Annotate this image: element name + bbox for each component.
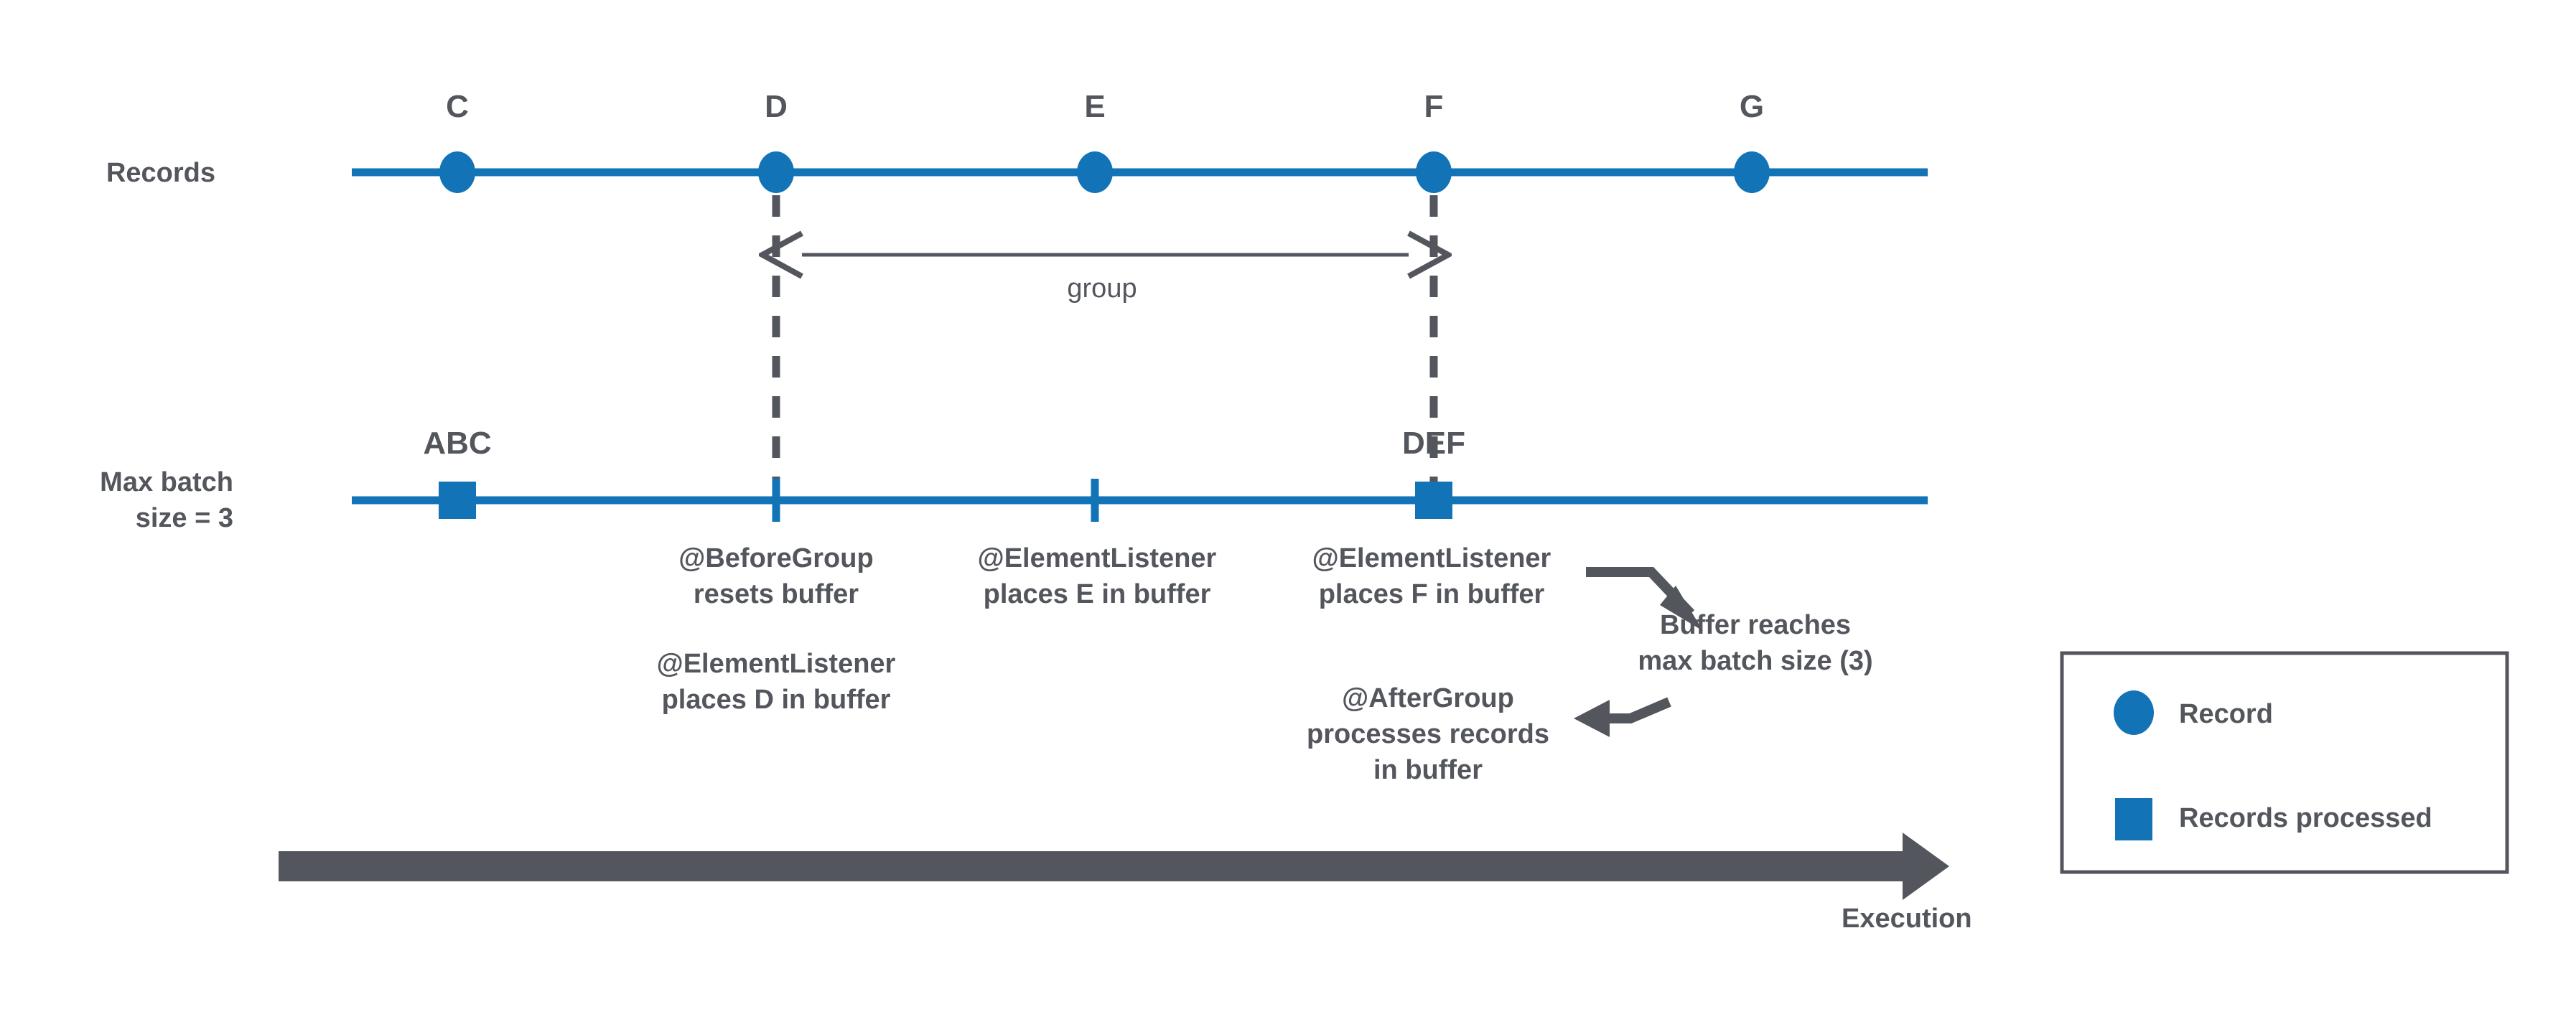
annotation-element-listener-d-line1: @ElementListener <box>657 649 896 679</box>
batch-marker-def-label: DEF <box>1402 426 1465 461</box>
annotation-element-listener-e: @ElementListener places E in buffer <box>978 543 1217 609</box>
annotation-after-group-line2: processes records <box>1307 719 1549 749</box>
annotation-after-group-line3: in buffer <box>1373 755 1483 785</box>
batch-marker-abc[interactable]: ABC <box>423 426 492 519</box>
record-marker-f-label: F <box>1424 89 1444 124</box>
record-circle-icon <box>1077 151 1113 193</box>
legend-item-record-label: Record <box>2179 699 2273 729</box>
batch-marker-def[interactable]: DEF <box>1402 426 1465 519</box>
annotation-element-listener-d-line2: places D in buffer <box>662 685 891 715</box>
batch-row-label-line2: size = 3 <box>136 503 233 533</box>
annotation-element-listener-f: @ElementListener places F in buffer <box>1312 543 1551 609</box>
batch-marker-abc-label: ABC <box>423 426 491 461</box>
legend-item-records-processed: Records processed <box>2115 798 2432 840</box>
annotation-element-listener-d: @ElementListener places D in buffer <box>657 649 896 715</box>
elbow-arrow-down-right-icon <box>1586 567 1703 631</box>
records-processed-square-icon <box>1415 482 1452 519</box>
legend: Record Records processed <box>2060 651 2509 874</box>
record-marker-g[interactable]: G <box>1734 89 1770 193</box>
execution-axis-label: Execution <box>1842 904 1972 934</box>
record-circle-icon <box>439 151 475 193</box>
legend-item-records-processed-label: Records processed <box>2179 803 2432 833</box>
annotation-before-group-line1: @BeforeGroup <box>678 543 873 573</box>
elbow-arrow-head <box>1660 586 1703 631</box>
annotation-before-group-line2: resets buffer <box>694 579 859 609</box>
record-marker-c[interactable]: C <box>439 89 475 193</box>
record-marker-d[interactable]: D <box>758 89 794 193</box>
record-marker-c-label: C <box>446 89 469 124</box>
batch-row-label-line1: Max batch <box>100 467 233 497</box>
record-marker-e-label: E <box>1084 89 1105 124</box>
group-bracket-label: group <box>1067 273 1137 304</box>
group-bracket: group <box>802 255 1409 304</box>
record-marker-f[interactable]: F <box>1416 89 1452 193</box>
annotation-buffer-reaches-line1: Buffer reaches <box>1660 610 1851 640</box>
records-processed-square-icon <box>2115 798 2152 840</box>
record-marker-e[interactable]: E <box>1077 89 1113 193</box>
records-row: Records C D E F <box>106 89 1928 193</box>
record-marker-d-label: D <box>765 89 788 124</box>
elbow-arrow-head-2 <box>1574 700 1610 737</box>
execution-arrow-icon <box>279 833 1949 900</box>
records-row-label: Records <box>106 158 215 188</box>
execution-axis: Execution <box>279 833 1972 934</box>
legend-item-record: Record <box>2114 690 2273 735</box>
record-circle-icon <box>1734 151 1770 193</box>
annotation-buffer-reaches-line2: max batch size (3) <box>1638 646 1872 676</box>
annotation-element-listener-e-line1: @ElementListener <box>978 543 1217 573</box>
annotation-after-group: @AfterGroup processes records in buffer <box>1307 683 1549 785</box>
annotation-element-listener-e-line2: places E in buffer <box>984 579 1211 609</box>
annotation-before-group: @BeforeGroup resets buffer <box>678 543 873 609</box>
elbow-arrow-down-left-icon <box>1574 697 1671 737</box>
record-circle-icon <box>2114 690 2154 735</box>
record-marker-g-label: G <box>1740 89 1764 124</box>
annotation-element-listener-f-line1: @ElementListener <box>1312 543 1551 573</box>
annotation-buffer-reaches: Buffer reaches max batch size (3) <box>1638 610 1872 676</box>
annotation-after-group-line1: @AfterGroup <box>1342 683 1514 713</box>
record-circle-icon <box>1416 151 1452 193</box>
batch-row: Max batch size = 3 ABC DEF <box>100 426 1928 533</box>
records-processed-square-icon <box>439 482 476 519</box>
annotation-element-listener-f-line2: places F in buffer <box>1319 579 1545 609</box>
record-circle-icon <box>758 151 794 193</box>
